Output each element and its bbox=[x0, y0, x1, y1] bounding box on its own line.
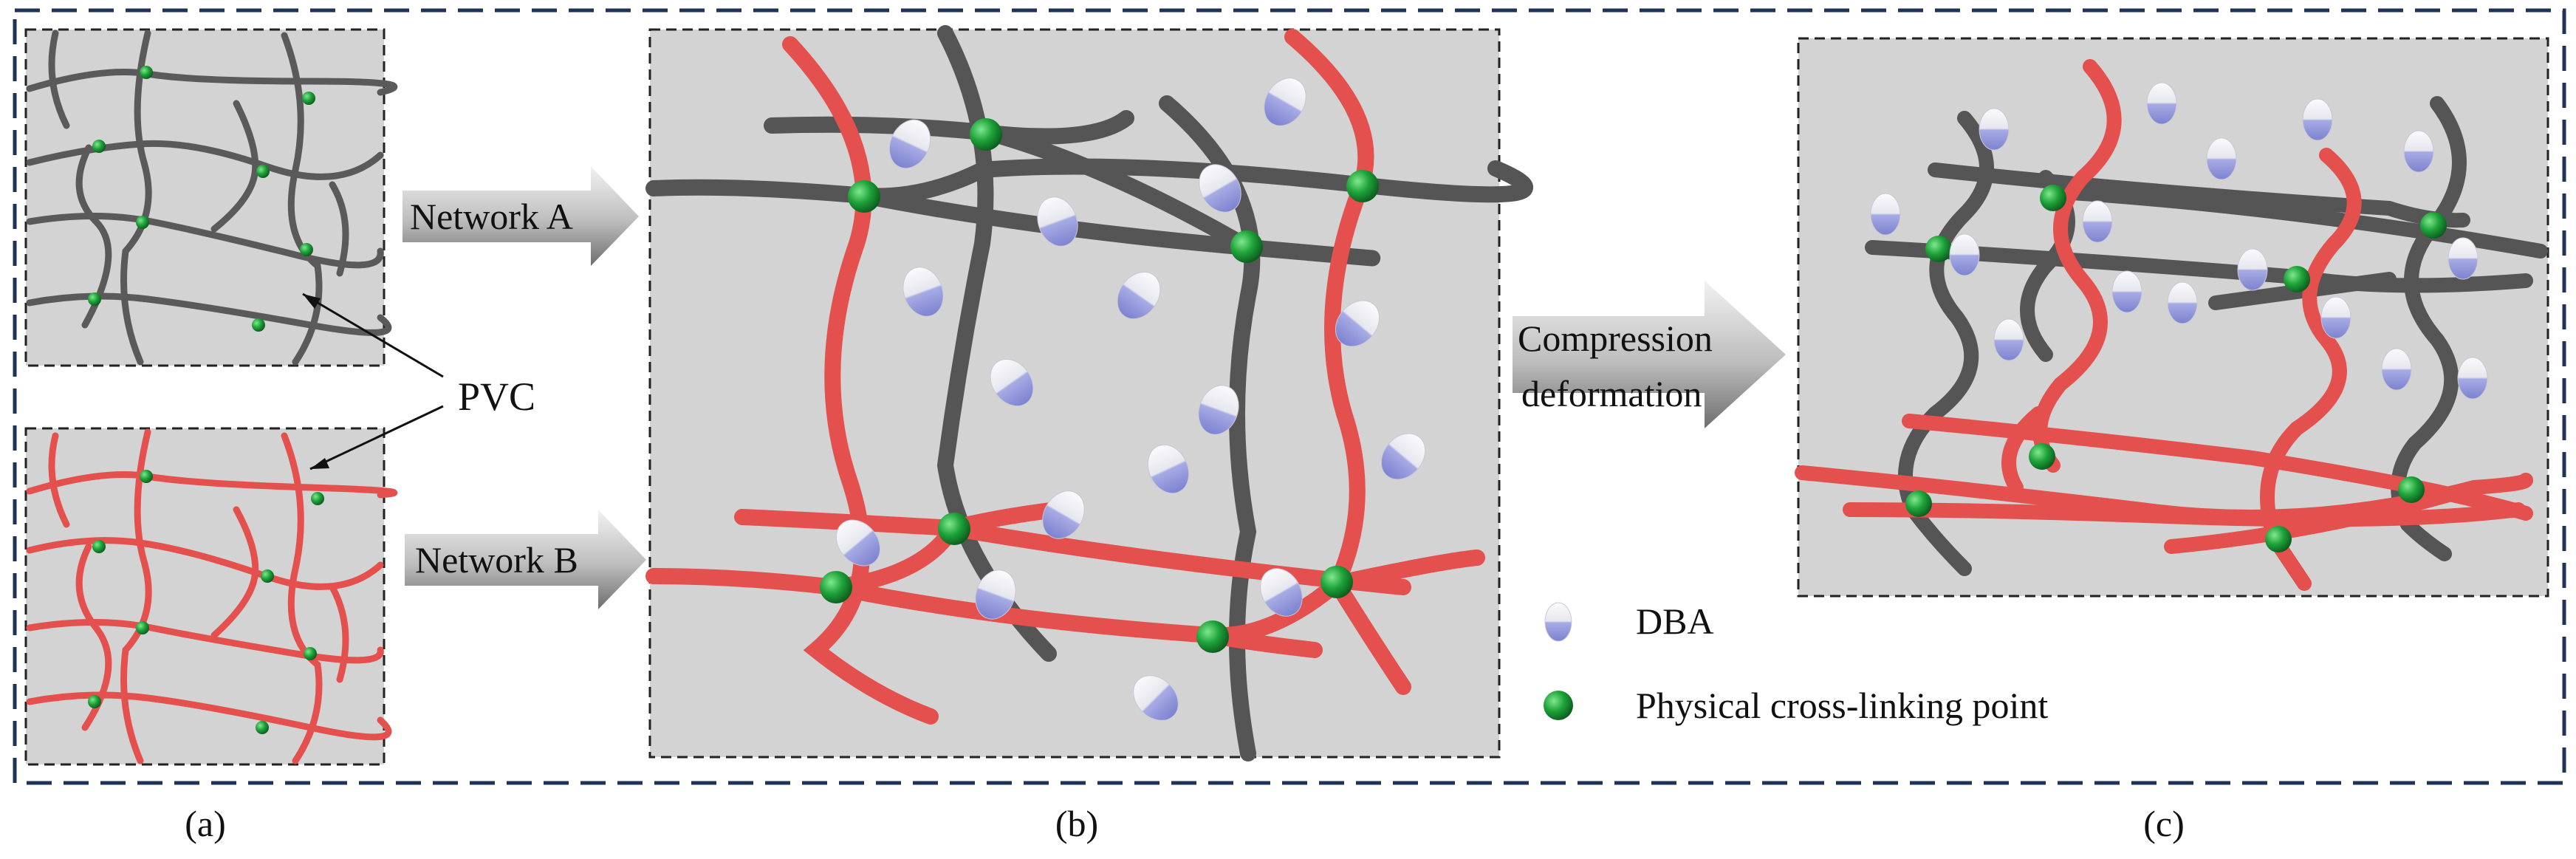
panel-label-c: (c) bbox=[2143, 803, 2185, 844]
compression-arrow: Compression deformation bbox=[1513, 281, 1786, 428]
panel-c bbox=[1795, 37, 2549, 598]
network-b-arrow: Network B bbox=[405, 510, 646, 609]
network-a-label: Network A bbox=[410, 196, 573, 237]
compression-label-line1: Compression bbox=[1518, 318, 1713, 359]
outer-frame bbox=[13, 8, 2566, 785]
panel-label-a: (a) bbox=[185, 803, 226, 844]
legend-crosslink-label: Physical cross-linking point bbox=[1636, 685, 2048, 726]
panel-label-b: (b) bbox=[1055, 803, 1098, 844]
legend-crosslink-icon bbox=[1544, 691, 1573, 720]
network-b-label: Network B bbox=[415, 539, 578, 581]
panel-a-network-a bbox=[24, 28, 398, 367]
panel-a-network-b bbox=[24, 427, 398, 766]
legend: DBA Physical cross-linking point bbox=[1544, 600, 2048, 726]
legend-dba-icon bbox=[1544, 602, 1572, 642]
panel-b bbox=[645, 25, 1534, 762]
legend-dba-label: DBA bbox=[1636, 600, 1714, 642]
pvc-label: PVC bbox=[458, 374, 535, 419]
network-a-arrow: Network A bbox=[402, 166, 639, 266]
compression-label-line2: deformation bbox=[1521, 373, 1702, 414]
pvc-callout: PVC bbox=[302, 292, 535, 470]
